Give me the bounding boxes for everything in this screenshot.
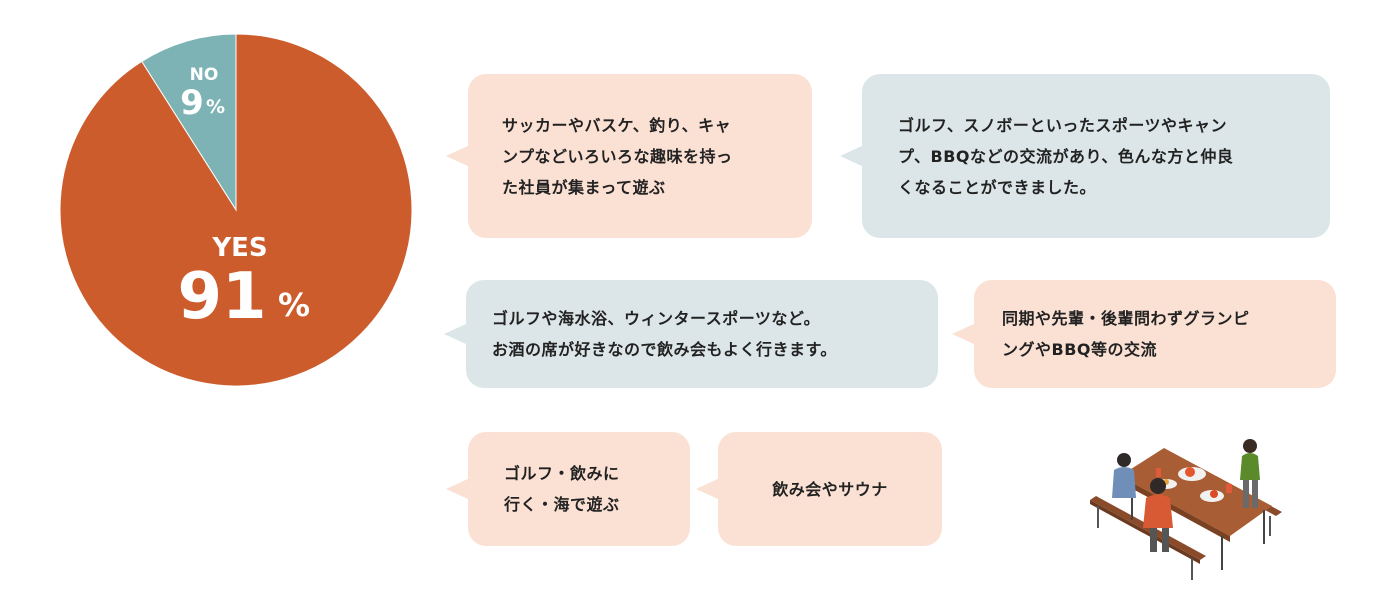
comment-text: ゴルフ、スノボーといったスポーツやキャン プ、BBQなどの交流があり、色んな方と… (898, 115, 1234, 197)
comment-text: ゴルフ・飲みに 行く・海で遊ぶ (504, 464, 620, 514)
comment-text: 同期や先輩・後輩問わずグランピ ングやBBQ等の交流 (1002, 309, 1250, 359)
comment-bubble-sauna: 飲み会やサウナ (696, 432, 942, 546)
pie-label-no: NO (190, 65, 219, 85)
pie-slices (59, 33, 413, 387)
comment-text: ゴルフや海水浴、ウィンタースポーツなど。 お酒の席が好きなので飲み会もよく行きま… (492, 309, 837, 359)
comment-bubble-glamping: 同期や先輩・後輩問わずグランピ ングやBBQ等の交流 (952, 280, 1336, 388)
comment-bubble-golf-beach: ゴルフや海水浴、ウィンタースポーツなど。 お酒の席が好きなので飲み会もよく行きま… (444, 280, 938, 388)
speech-tail-icon (446, 478, 470, 500)
speech-tail-icon (840, 145, 864, 167)
comment-bubble-golf-drinks: ゴルフ・飲みに 行く・海で遊ぶ (446, 432, 690, 546)
pie-value-no: 9 (180, 83, 204, 123)
comment-text: 飲み会やサウナ (772, 479, 888, 499)
comment-bubble-hobbies: サッカーやバスケ、釣り、キャ ンプなどいろいろな趣味を持っ た社員が集まって遊ぶ (446, 74, 812, 238)
pie-unit-no: % (206, 96, 225, 118)
pie-slice-no (141, 33, 237, 212)
bbq-picnic-table-illustration (1090, 439, 1282, 580)
speech-tail-icon (446, 145, 470, 167)
pie-label-yes: YES (211, 233, 267, 263)
pie-value-yes: 91 (177, 260, 266, 334)
speech-tail-icon (952, 323, 976, 345)
pie-slice-yes (59, 33, 413, 387)
speech-tail-icon (696, 478, 720, 500)
pie-unit-yes: % (278, 286, 310, 324)
comment-text: サッカーやバスケ、釣り、キャ ンプなどいろいろな趣味を持っ た社員が集まって遊ぶ (502, 115, 733, 197)
speech-tail-icon (444, 323, 468, 345)
comment-bubble-golf-snowboard: ゴルフ、スノボーといったスポーツやキャン プ、BBQなどの交流があり、色んな方と… (840, 74, 1330, 238)
